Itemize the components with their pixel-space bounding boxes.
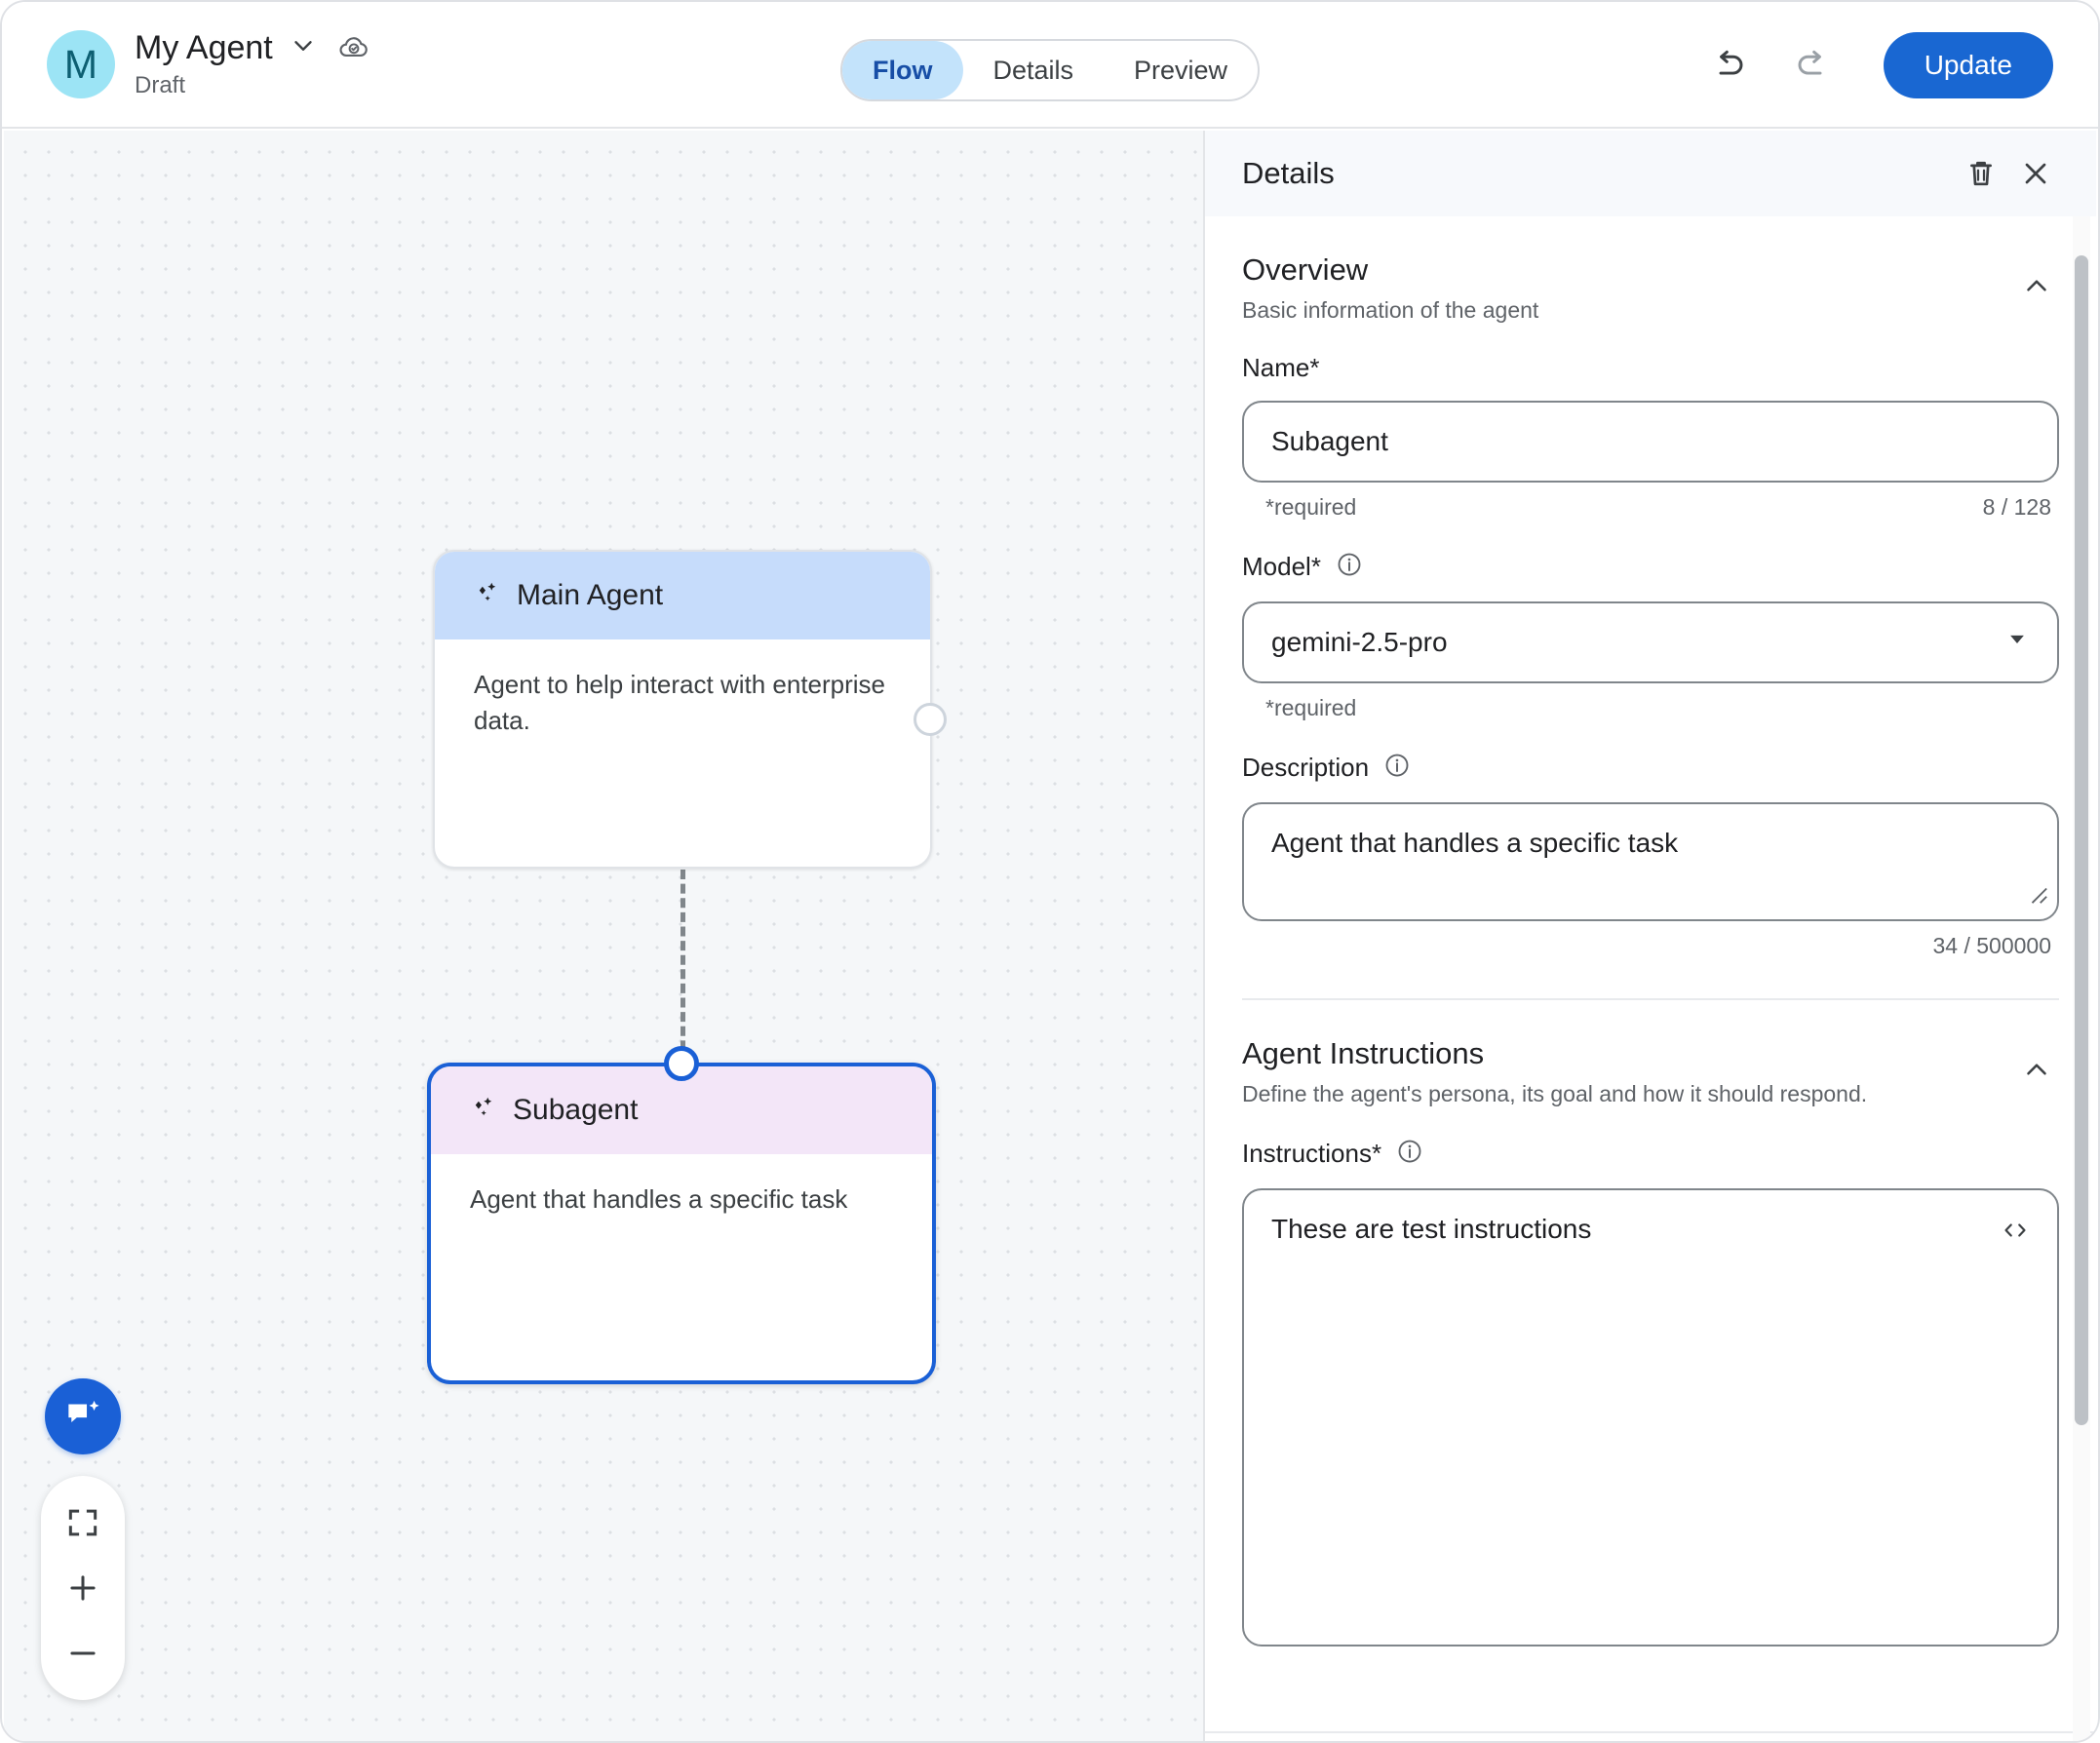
- model-required-hint: *required: [1265, 694, 1357, 720]
- close-icon[interactable]: [2008, 146, 2063, 201]
- flow-node-main-agent[interactable]: Main Agent Agent to help interact with e…: [433, 550, 947, 869]
- node-description: Agent that handles a specific task: [470, 1184, 848, 1214]
- top-actions: Update: [1700, 2, 2053, 129]
- section-subtitle: Define the agent's persona, its goal and…: [1242, 1080, 1868, 1106]
- node-description: Agent to help interact with enterprise d…: [474, 670, 886, 735]
- field-label: Instructions*: [1242, 1138, 1382, 1168]
- page-title: My Agent: [135, 28, 273, 66]
- instructions-textarea[interactable]: These are test instructions: [1242, 1187, 2059, 1646]
- code-brackets-icon[interactable]: [1999, 1216, 2032, 1252]
- sparkle-icon: [470, 1094, 499, 1128]
- field-label: Model*: [1242, 551, 1321, 581]
- undo-icon[interactable]: [1700, 38, 1755, 93]
- tab-details[interactable]: Details: [992, 55, 1073, 85]
- panel-bottom-divider: [1205, 1731, 2096, 1733]
- avatar: M: [47, 30, 115, 98]
- node-title: Subagent: [513, 1094, 639, 1126]
- agent-brand: M My Agent Draft: [47, 29, 370, 99]
- field-instructions: Instructions* These are test instruction…: [1242, 1137, 2059, 1646]
- details-panel: Details Overview Basic information of th…: [1203, 131, 2096, 1741]
- zoom-controls: [41, 1476, 125, 1700]
- trash-icon[interactable]: [1954, 146, 2008, 201]
- name-counter: 8 / 128: [1982, 493, 2051, 520]
- section-overview-header[interactable]: Overview Basic information of the agent: [1242, 216, 2059, 324]
- node-output-handle[interactable]: [914, 703, 947, 736]
- model-select[interactable]: gemini-2.5-pro: [1242, 600, 2059, 683]
- node-input-handle[interactable]: [664, 1046, 699, 1081]
- section-subtitle: Basic information of the agent: [1242, 296, 1539, 323]
- node-header: Subagent: [431, 1066, 932, 1154]
- field-model: Model* gemini-2.5-pro: [1242, 550, 2059, 721]
- fit-screen-icon[interactable]: [53, 1492, 113, 1553]
- section-divider: [1242, 997, 2059, 1000]
- resize-grip-icon[interactable]: [2027, 880, 2048, 911]
- section-agent-instructions-header[interactable]: Agent Instructions Define the agent's pe…: [1242, 1000, 2059, 1107]
- field-name: Name* Subagent *required 8 / 128: [1242, 353, 2059, 521]
- chevron-up-icon[interactable]: [2014, 263, 2059, 308]
- flow-node-subagent[interactable]: Subagent Agent that handles a specific t…: [427, 1046, 936, 1384]
- info-icon[interactable]: [1382, 751, 1412, 785]
- description-textarea[interactable]: Agent that handles a specific task: [1242, 801, 2059, 921]
- details-panel-header: Details: [1205, 131, 2096, 216]
- field-label: Description: [1242, 752, 1370, 782]
- chevron-down-icon[interactable]: [289, 31, 318, 65]
- field-description: Description Agent that handles a specifi…: [1242, 751, 2059, 959]
- cloud-saved-icon[interactable]: [337, 29, 370, 67]
- flow-canvas[interactable]: Main Agent Agent to help interact with e…: [4, 131, 1209, 1741]
- chat-sparkle-icon[interactable]: [45, 1378, 121, 1454]
- tab-preview[interactable]: Preview: [1134, 55, 1228, 85]
- description-counter: 34 / 500000: [1932, 932, 2051, 958]
- node-title: Main Agent: [517, 579, 664, 611]
- node-header: Main Agent: [435, 552, 930, 639]
- flow-edge-main-to-sub: [681, 870, 685, 1065]
- chevron-up-icon[interactable]: [2014, 1047, 2059, 1092]
- agent-status: Draft: [135, 72, 186, 98]
- panel-scrollbar-thumb[interactable]: [2075, 255, 2088, 1425]
- instructions-textarea-value: These are test instructions: [1271, 1213, 1592, 1244]
- update-button[interactable]: Update: [1883, 32, 2053, 98]
- minus-icon[interactable]: [53, 1623, 113, 1684]
- redo-icon[interactable]: [1786, 38, 1841, 93]
- field-label: Name*: [1242, 352, 1320, 382]
- section-title: Agent Instructions: [1242, 1035, 1485, 1070]
- details-panel-body[interactable]: Overview Basic information of the agent …: [1205, 216, 2096, 1741]
- info-icon[interactable]: [1335, 550, 1364, 584]
- top-bar: M My Agent Draft: [2, 2, 2098, 129]
- info-icon[interactable]: [1395, 1137, 1424, 1171]
- model-select-value: gemini-2.5-pro: [1271, 626, 1448, 657]
- view-tabs: Flow Details Preview: [839, 39, 1261, 101]
- plus-icon[interactable]: [53, 1558, 113, 1618]
- tab-flow[interactable]: Flow: [841, 41, 963, 99]
- section-title: Overview: [1242, 252, 1369, 287]
- panel-title: Details: [1242, 156, 1335, 190]
- description-textarea-value: Agent that handles a specific task: [1271, 827, 1679, 858]
- triangle-down-icon: [2003, 624, 2032, 660]
- name-required-hint: *required: [1265, 493, 1357, 520]
- sparkle-icon: [474, 579, 503, 613]
- name-input[interactable]: Subagent: [1242, 400, 2059, 483]
